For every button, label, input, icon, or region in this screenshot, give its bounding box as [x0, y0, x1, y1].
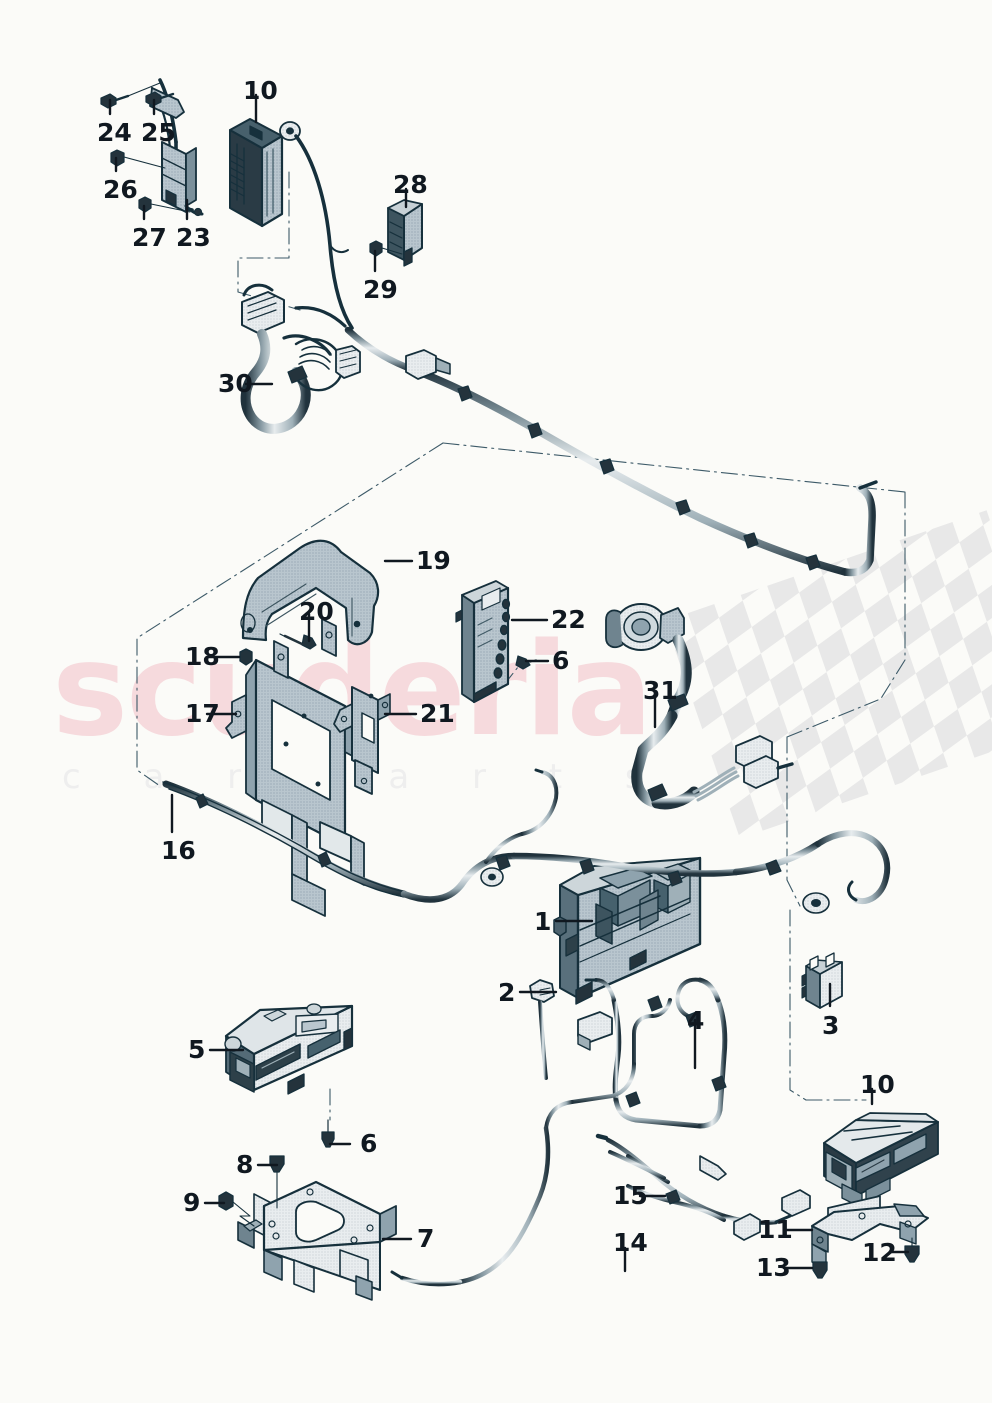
callout-number-10b[interactable]: 10 [860, 1070, 895, 1099]
callout-number-24[interactable]: 24 [97, 118, 132, 147]
callout-number-1[interactable]: 1 [534, 907, 552, 936]
callout-number-27[interactable]: 27 [132, 223, 167, 252]
callout-number-25[interactable]: 25 [141, 118, 176, 147]
callout-number-19[interactable]: 19 [416, 546, 451, 575]
callout-number-21[interactable]: 21 [420, 699, 455, 728]
callout-number-17[interactable]: 17 [185, 699, 220, 728]
callout-number-5[interactable]: 5 [188, 1035, 206, 1064]
callout-number-26[interactable]: 26 [103, 175, 138, 204]
callout-number-12[interactable]: 12 [862, 1238, 897, 1267]
callout-number-18[interactable]: 18 [185, 642, 220, 671]
callout-number-14[interactable]: 14 [613, 1228, 648, 1257]
callout-number-7[interactable]: 7 [417, 1224, 435, 1253]
callout-number-16[interactable]: 16 [161, 836, 196, 865]
callout-number-8[interactable]: 8 [236, 1150, 254, 1179]
callout-number-6[interactable]: 6 [360, 1129, 378, 1158]
callout-number-2[interactable]: 2 [498, 978, 516, 1007]
callout-number-31[interactable]: 31 [643, 676, 678, 705]
callout-number-10a[interactable]: 10 [243, 76, 278, 105]
callout-number-9[interactable]: 9 [183, 1188, 201, 1217]
callout-number-28[interactable]: 28 [393, 170, 428, 199]
callout-number-15[interactable]: 15 [613, 1181, 648, 1210]
callout-number-6b[interactable]: 6 [552, 646, 570, 675]
callout-number-23[interactable]: 23 [176, 223, 211, 252]
callout-number-3[interactable]: 3 [822, 1011, 840, 1040]
callout-number-22[interactable]: 22 [551, 605, 586, 634]
callout-number-4[interactable]: 4 [687, 1006, 705, 1035]
callout-number-30[interactable]: 30 [218, 369, 253, 398]
callout-number-11[interactable]: 11 [758, 1215, 793, 1244]
callout-number-29[interactable]: 29 [363, 275, 398, 304]
callout-number-13[interactable]: 13 [756, 1253, 791, 1282]
callout-number-20[interactable]: 20 [299, 597, 334, 626]
